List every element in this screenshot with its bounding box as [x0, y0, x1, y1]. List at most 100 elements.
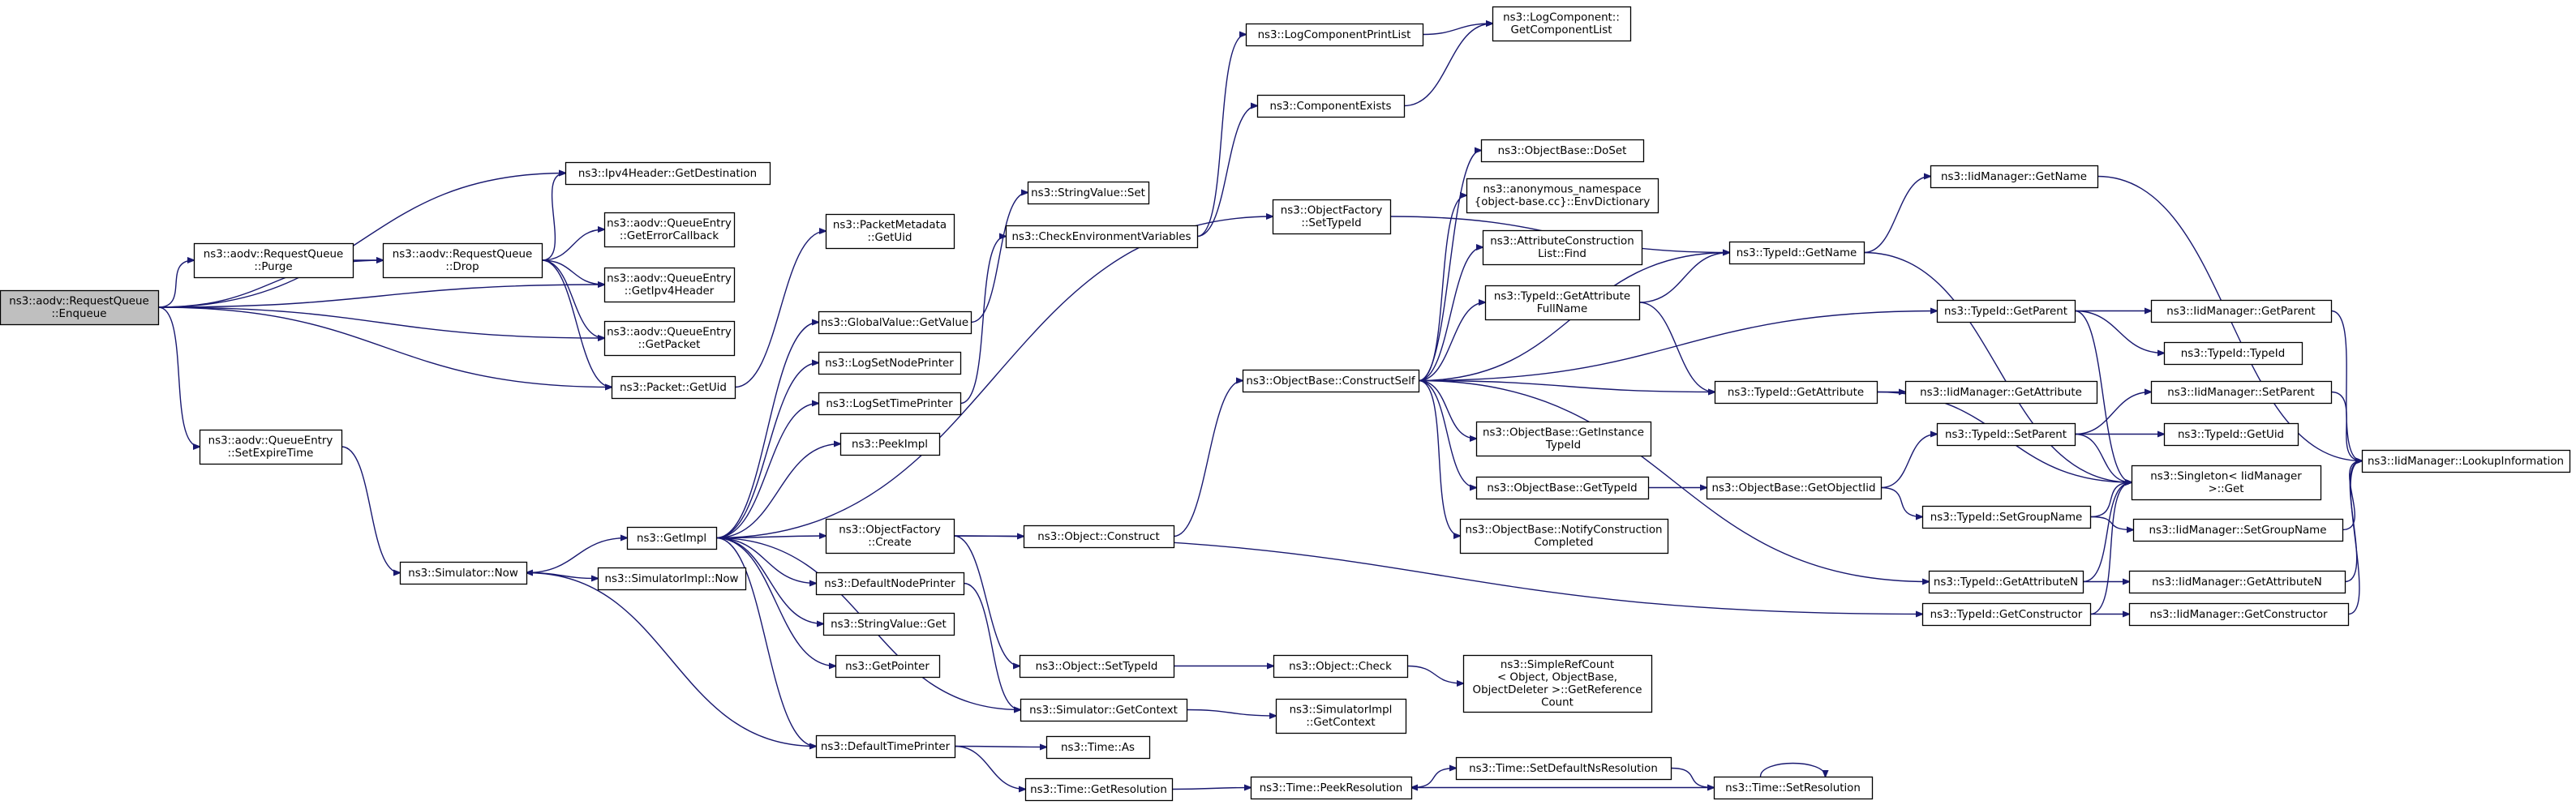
graph-node-simimplctx[interactable]: ns3::SimulatorImpl::GetContext [1275, 698, 1407, 734]
graph-node-globalval[interactable]: ns3::GlobalValue::GetValue [818, 310, 972, 335]
edge-compexists-to-getcomplist [1403, 24, 1492, 107]
node-box [1245, 23, 1424, 47]
graph-node-pktuid[interactable]: ns3::Packet::GetUid [611, 375, 736, 400]
graph-node-iidgetattr[interactable]: ns3::IidManager::GetAttribute [1904, 380, 2098, 405]
edge-getimpl-to-defnode [715, 537, 816, 584]
graph-node-simnow[interactable]: ns3::Simulator::Now [399, 561, 528, 585]
edge-getimpl-to-objfsettid [715, 216, 1273, 539]
graph-node-getobjtid[interactable]: ns3::ObjectBase::GetObjectIid [1706, 476, 1883, 500]
graph-node-objsettid[interactable]: ns3::Object::SetTypeId [1019, 654, 1175, 679]
graph-node-iidsetparent[interactable]: ns3::IidManager::SetParent [2150, 380, 2333, 405]
graph-node-iidgetattrn[interactable]: ns3::IidManager::GetAttributeN [2128, 570, 2346, 594]
edge-root-to-getipv4h [157, 285, 604, 308]
node-box [2128, 570, 2346, 594]
node-box [835, 654, 941, 679]
graph-node-iidgetname[interactable]: ns3::IidManager::GetName [1930, 165, 2099, 189]
edge-simnow-to-getimpl [526, 538, 627, 574]
graph-node-objcheck[interactable]: ns3::Object::Check [1273, 654, 1409, 679]
edge-tidgetname-to-singleton [1863, 251, 2132, 483]
node-box [2163, 422, 2299, 447]
graph-node-envdict[interactable]: ns3::anonymous_namespace{object-base.cc}… [1466, 178, 1659, 214]
graph-node-doset[interactable]: ns3::ObjectBase::DoSet [1480, 139, 1645, 163]
graph-node-logcomplist[interactable]: ns3::LogComponentPrintList [1245, 23, 1424, 47]
graph-node-setdefns[interactable]: ns3::Time::SetDefaultNsResolution [1455, 756, 1672, 781]
graph-node-iidgetctor[interactable]: ns3::IidManager::GetConstructor [2128, 602, 2350, 627]
graph-node-strset[interactable]: ns3::StringValue::Set [1027, 181, 1150, 205]
graph-node-iidgetparent[interactable]: ns3::IidManager::GetParent [2150, 299, 2333, 323]
graph-node-compexists[interactable]: ns3::ComponentExists [1256, 94, 1406, 118]
node-label: ns3::ObjectBase::GetObjectIid [1712, 482, 1876, 495]
graph-node-singleton[interactable]: ns3::Singleton< IidManager>::Get [2131, 465, 2322, 501]
node-label: ns3::TypeId::SetGroupName [1930, 512, 2083, 524]
edge-construct-to-tidgetattr [1418, 379, 1715, 392]
graph-node-timeas[interactable]: ns3::Time::As [1045, 735, 1151, 760]
graph-node-timegetres[interactable]: ns3::Time::GetResolution [1024, 777, 1174, 802]
graph-node-checkenv[interactable]: ns3::CheckEnvironmentVariables [1005, 225, 1199, 249]
node-label: GetComponentList [1510, 24, 1612, 36]
graph-node-deftime[interactable]: ns3::DefaultTimePrinter [815, 734, 956, 759]
graph-node-lognode[interactable]: ns3::LogSetNodePrinter [818, 351, 962, 375]
graph-node-obgettid[interactable]: ns3::ObjectBase::GetTypeId [1475, 476, 1650, 500]
node-label: ns3::TypeId::GetUid [2178, 429, 2284, 441]
edge-getobjtid-to-tidsetparent [1880, 435, 1937, 489]
node-box [603, 267, 736, 303]
graph-node-objfsettid[interactable]: ns3::ObjectFactory::SetTypeId [1272, 199, 1392, 235]
node-label: ns3::Time::SetResolution [1725, 782, 1861, 794]
edge-construct-to-obnotify [1418, 379, 1460, 537]
graph-node-tidgetattrn[interactable]: ns3::TypeId::GetAttributeN [1928, 570, 2084, 594]
graph-node-getpacket[interactable]: ns3::aodv::QueueEntry::GetPacket [603, 320, 736, 357]
graph-node-purge[interactable]: ns3::aodv::RequestQueue::Purge [193, 242, 354, 279]
graph-node-getipv4h[interactable]: ns3::aodv::QueueEntry::GetIpv4Header [603, 267, 736, 303]
node-label: ns3::CheckEnvironmentVariables [1012, 231, 1191, 243]
graph-node-peekres[interactable]: ns3::Time::PeekResolution [1250, 776, 1413, 800]
graph-node-defnode[interactable]: ns3::DefaultNodePrinter [815, 572, 965, 596]
graph-node-objconstruct[interactable]: ns3::Object::Construct [1023, 525, 1175, 549]
graph-node-construct[interactable]: ns3::ObjectBase::ConstructSelf [1242, 369, 1420, 393]
node-box [2128, 602, 2350, 627]
graph-node-errcb[interactable]: ns3::aodv::QueueEntry::GetErrorCallback [603, 212, 736, 248]
node-box [1936, 422, 2076, 447]
graph-node-getptr[interactable]: ns3::GetPointer [835, 654, 941, 679]
graph-node-tidsetgroup[interactable]: ns3::TypeId::SetGroupName [1921, 505, 2092, 529]
node-label: ns3::DefaultNodePrinter [824, 578, 955, 590]
graph-node-tidgetctor[interactable]: ns3::TypeId::GetConstructor [1921, 602, 2092, 627]
node-box [1024, 777, 1174, 802]
node-box [1930, 165, 2099, 189]
node-box [818, 351, 962, 375]
edge-getimpl-to-peekimpl [715, 444, 840, 539]
edge-tidsetgroup-to-iidsetgroup [2089, 516, 2133, 530]
graph-node-objfcreate[interactable]: ns3::ObjectFactory::Create [825, 518, 955, 555]
graph-node-tidgetattr[interactable]: ns3::TypeId::GetAttribute [1714, 380, 1878, 405]
graph-node-logtime[interactable]: ns3::LogSetTimePrinter [818, 392, 962, 416]
graph-node-getimpl[interactable]: ns3::GetImpl [626, 526, 718, 550]
node-box [1459, 518, 1669, 555]
graph-node-refcount[interactable]: ns3::SimpleRefCount< Object, ObjectBase,… [1462, 654, 1653, 713]
graph-node-peekimpl[interactable]: ns3::PeekImpl [839, 432, 941, 456]
node-label: ::GetPacket [638, 339, 701, 351]
node-label: ns3::aodv::RequestQueue [9, 296, 149, 308]
graph-node-drop[interactable]: ns3::aodv::RequestQueue::Drop [382, 242, 543, 279]
graph-node-getcomplist[interactable]: ns3::LogComponent::GetComponentList [1492, 6, 1632, 42]
graph-node-tidgetparent[interactable]: ns3::TypeId::GetParent [1936, 299, 2076, 323]
edge-objconstruct-to-construct [1173, 381, 1243, 537]
graph-node-obnotify[interactable]: ns3::ObjectBase::NotifyConstructionCompl… [1459, 518, 1669, 555]
graph-node-setexpire[interactable]: ns3::aodv::QueueEntry::SetExpireTime [199, 429, 343, 465]
graph-node-simimplnow[interactable]: ns3::SimulatorImpl::Now [597, 567, 747, 591]
graph-node-strget[interactable]: ns3::StringValue::Get [822, 612, 955, 636]
edge-simctx-to-simimplctx [1186, 709, 1276, 717]
graph-node-lookup[interactable]: ns3::IidManager::LookupInformation [2361, 449, 2571, 473]
graph-node-tidsetparent[interactable]: ns3::TypeId::SetParent [1936, 422, 2076, 447]
graph-node-tidgetuid[interactable]: ns3::TypeId::GetUid [2163, 422, 2299, 447]
graph-node-iidsetgroup[interactable]: ns3::IidManager::SetGroupName [2132, 518, 2344, 542]
graph-node-simctx[interactable]: ns3::Simulator::GetContext [1020, 698, 1188, 722]
node-label: ns3::TypeId::GetParent [1944, 306, 2067, 318]
graph-node-tidtypeid[interactable]: ns3::TypeId::TypeId [2163, 341, 2303, 366]
graph-node-pktmeta[interactable]: ns3::PacketMetadata::GetUid [825, 213, 955, 250]
graph-node-tidgetname[interactable]: ns3::TypeId::GetName [1728, 241, 1865, 265]
node-box [1484, 285, 1641, 321]
graph-node-setres[interactable]: ns3::Time::SetResolution [1713, 776, 1874, 800]
graph-node-ipv4dest[interactable]: ns3::Ipv4Header::GetDestination [565, 161, 771, 186]
